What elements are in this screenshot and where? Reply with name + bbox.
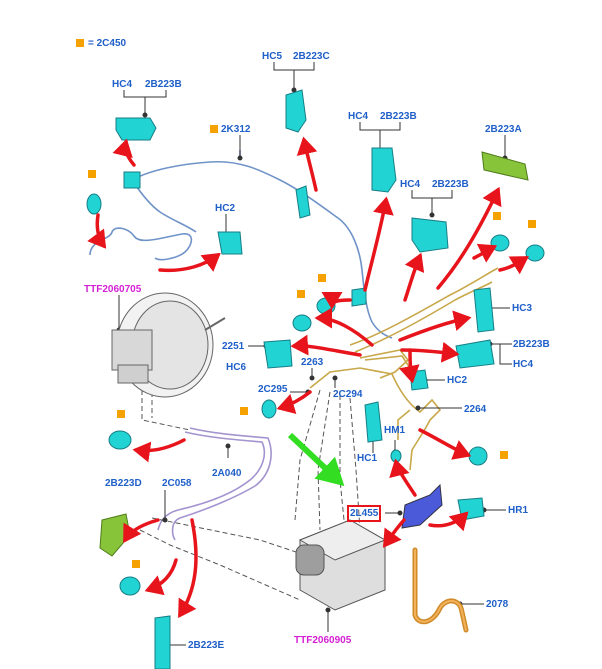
reference-ttf2060705: TTF2060705 bbox=[84, 284, 142, 295]
reference-ttf2060905: TTF2060905 bbox=[294, 635, 352, 646]
abs-bracket bbox=[401, 483, 443, 529]
legend-marker bbox=[132, 560, 140, 568]
callout-2b223b: 2B223B bbox=[380, 111, 417, 122]
callout-hc5: HC5 bbox=[262, 51, 283, 62]
legend-marker bbox=[493, 212, 501, 220]
callout-hc2: HC2 bbox=[447, 375, 468, 386]
brake-pipes-blue bbox=[89, 150, 393, 339]
callout-hr1: HR1 bbox=[508, 505, 529, 516]
callout-2b223a: 2B223A bbox=[485, 124, 522, 135]
callout-2264: 2264 bbox=[464, 404, 487, 415]
brake-booster bbox=[111, 292, 226, 398]
clip-parts bbox=[86, 89, 545, 669]
callout-hc2: HC2 bbox=[215, 203, 236, 214]
callout-2b223d: 2B223D bbox=[105, 478, 142, 489]
callout-hc6: HC6 bbox=[226, 362, 247, 373]
wheel-speed-sensor bbox=[412, 547, 469, 633]
legend-marker bbox=[297, 290, 305, 298]
callout-2c058: 2C058 bbox=[162, 478, 192, 489]
legend-marker bbox=[117, 410, 125, 418]
highlight-arrow bbox=[287, 432, 345, 487]
callout-hc3: HC3 bbox=[512, 303, 533, 314]
callout-hc4: HC4 bbox=[348, 111, 369, 122]
callout-hc1: HC1 bbox=[357, 453, 378, 464]
harness-gold bbox=[309, 267, 499, 471]
callout-2251: 2251 bbox=[222, 341, 245, 352]
red-arrows bbox=[87, 136, 529, 618]
callout-2k312: 2K312 bbox=[221, 124, 251, 135]
legend-marker bbox=[240, 407, 248, 415]
legend-marker bbox=[500, 451, 508, 459]
legend-marker bbox=[210, 125, 218, 133]
callout-2263: 2263 bbox=[301, 357, 324, 368]
callout-2c295: 2C295 bbox=[258, 384, 288, 395]
callout-2b223b: 2B223B bbox=[513, 339, 550, 350]
callout-hm1: HM1 bbox=[384, 425, 406, 436]
callout-2078: 2078 bbox=[486, 599, 509, 610]
legend-marker bbox=[88, 170, 96, 178]
callout-2b223b: 2B223B bbox=[432, 179, 469, 190]
legend-marker bbox=[318, 274, 326, 282]
legend-marker bbox=[528, 220, 536, 228]
brake-pipes-purple bbox=[157, 427, 272, 541]
callout-2b223c: 2B223C bbox=[293, 51, 330, 62]
callout-hc4: HC4 bbox=[112, 79, 133, 90]
callout-2b223e: 2B223E bbox=[188, 640, 225, 651]
abs-module bbox=[295, 519, 387, 611]
callout-hc4: HC4 bbox=[400, 179, 421, 190]
callout-2a040: 2A040 bbox=[212, 468, 242, 479]
legend-text: = 2C450 bbox=[88, 38, 127, 49]
callout-hc4: HC4 bbox=[513, 359, 534, 370]
callout-2l455-highlighted: 2L455 bbox=[346, 505, 382, 522]
callout-2c294: 2C294 bbox=[333, 389, 363, 400]
green-parts bbox=[99, 151, 529, 557]
callout-2b223b: 2B223B bbox=[145, 79, 182, 90]
